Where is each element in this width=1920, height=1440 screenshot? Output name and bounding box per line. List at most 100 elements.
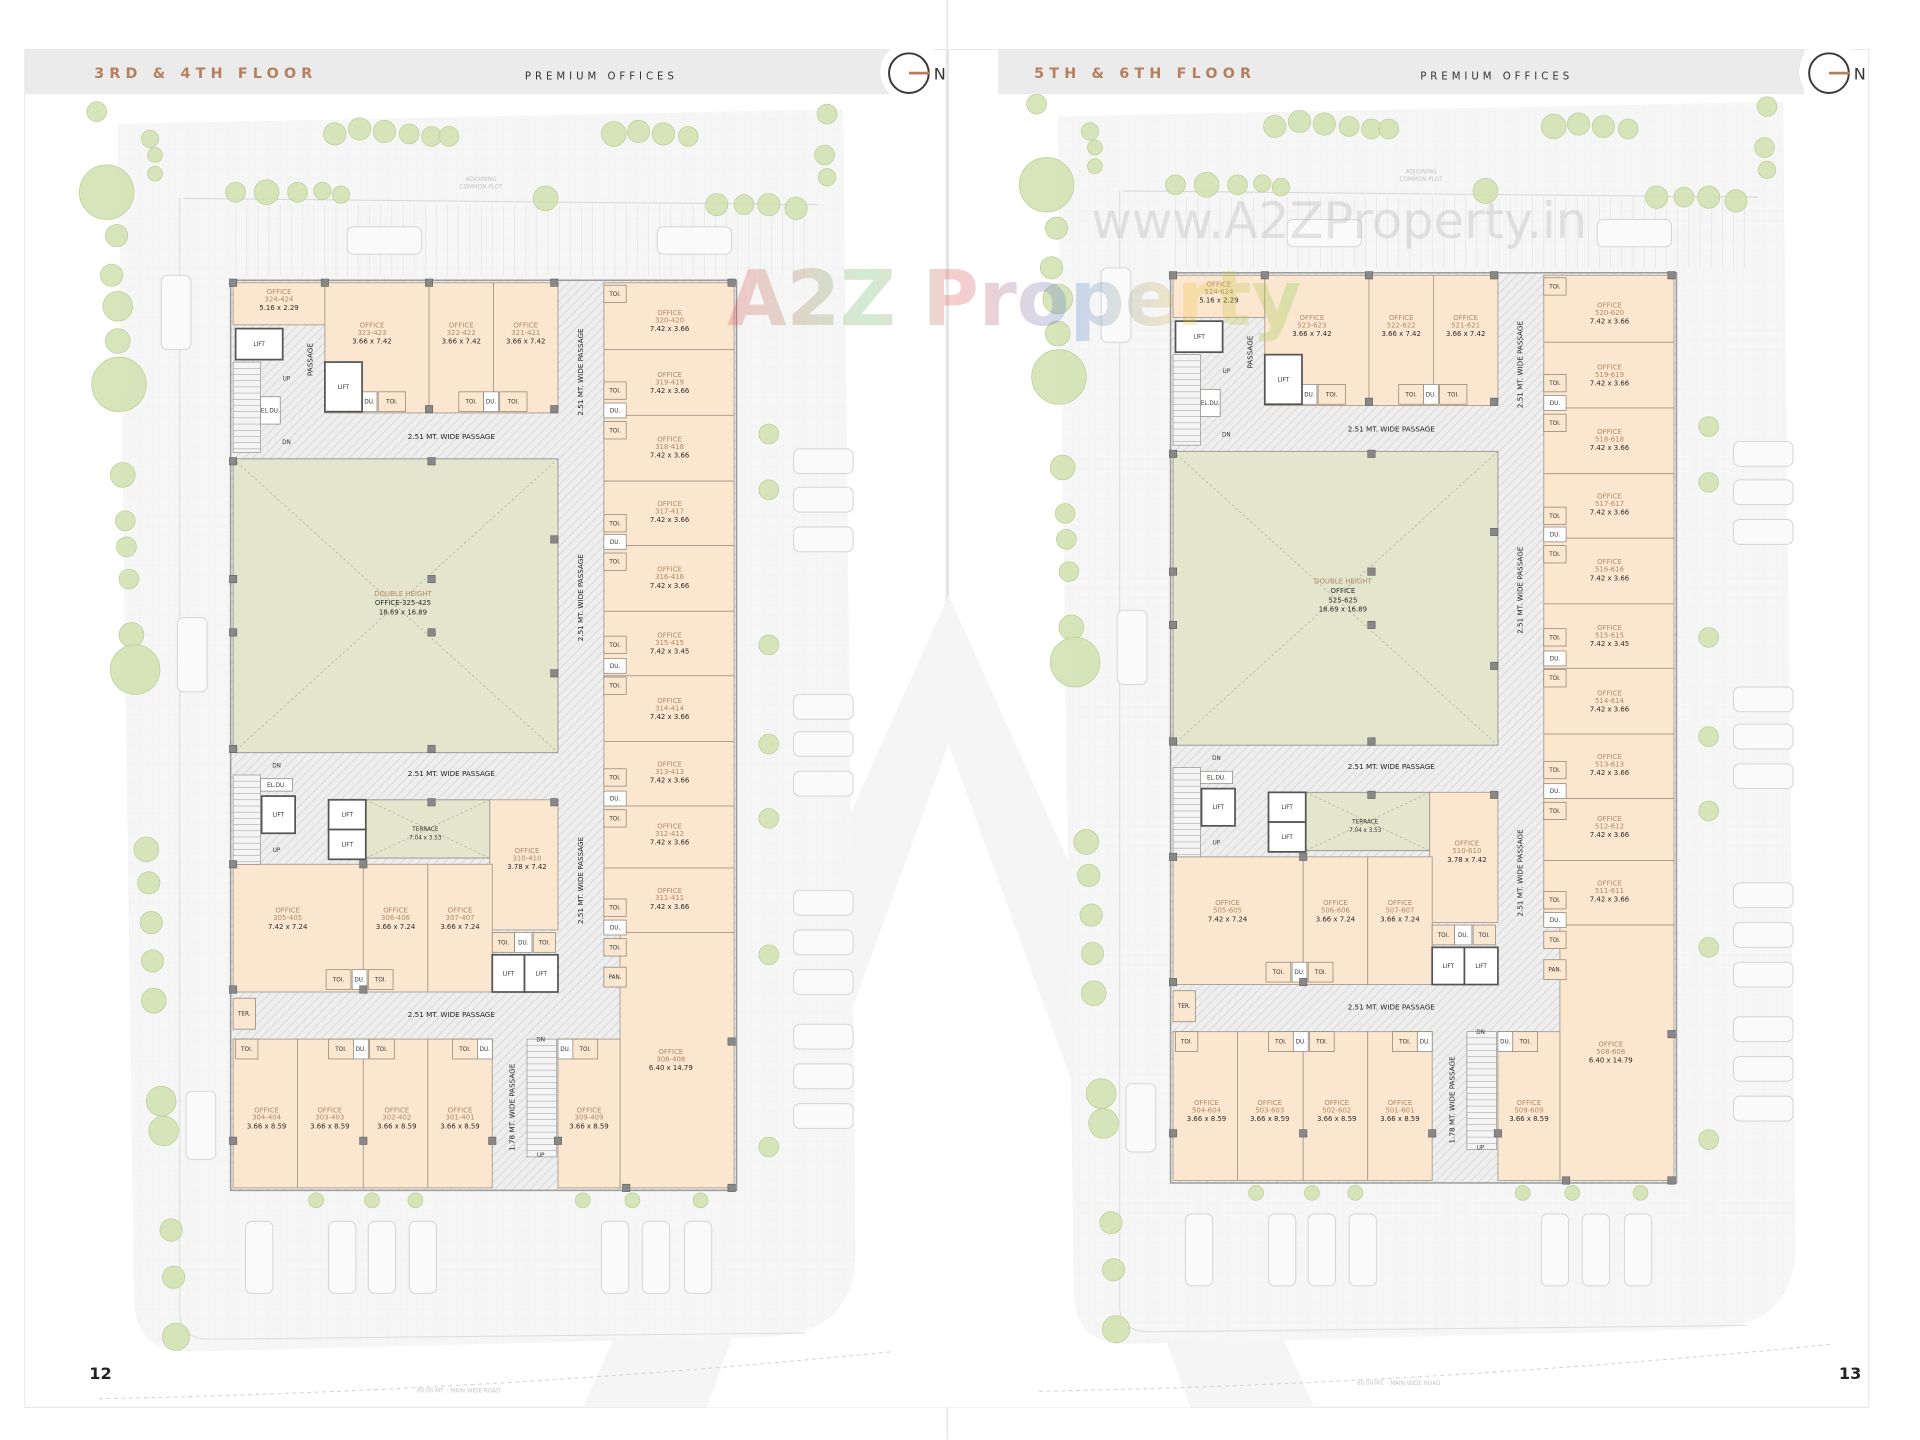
parked-car-icon [1268, 1213, 1297, 1287]
toilet-room: TOI. [1431, 924, 1455, 946]
parked-car-icon [793, 1103, 854, 1129]
column [229, 744, 238, 753]
tree-icon [114, 510, 136, 532]
page-number: 13 [1839, 1364, 1861, 1383]
duct-label: DU. [610, 797, 621, 803]
column [427, 575, 436, 584]
column [1169, 620, 1177, 629]
office-label: OFFICE [513, 321, 538, 329]
duct-room: DU. [483, 391, 499, 413]
tree-icon [1698, 472, 1719, 493]
office-label: OFFICE [1598, 1041, 1623, 1049]
duct-room: DU. [1497, 1031, 1514, 1052]
toilet-label: TOI. [1548, 938, 1561, 944]
duct-room: DU. [361, 391, 378, 413]
parked-car-icon [793, 1063, 854, 1090]
duct-room: DU. [603, 402, 627, 419]
terrace-size: 7.04 x 3.53 [409, 835, 442, 841]
office-number: 311-411 [655, 894, 684, 902]
toilet-room: TOI. [1268, 1031, 1294, 1052]
tree-icon [758, 479, 780, 501]
duct-label: DU. [364, 400, 375, 406]
parked-car-icon [1733, 922, 1794, 948]
duct-label: DU. [1550, 532, 1561, 538]
office-number: 321-421 [511, 329, 540, 337]
parked-car-icon [1596, 218, 1673, 248]
up-label: UP [537, 1153, 545, 1159]
duct-room: DU. [557, 1038, 574, 1060]
office-size: 7.42 x 3.66 [1590, 574, 1629, 582]
column [1169, 1129, 1177, 1138]
tree-icon [758, 423, 780, 445]
parked-car-icon [408, 1220, 437, 1294]
tree-icon [532, 185, 559, 212]
office-size: 7.42 x 7.24 [1208, 915, 1248, 923]
office-size: 3.66 x 8.59 [1380, 1115, 1419, 1123]
office-number: 313-413 [655, 768, 684, 776]
office-label: OFFICE [1597, 815, 1622, 823]
toilet-label: TOI. [608, 292, 621, 298]
office-number: 514-614 [1595, 697, 1625, 705]
column [1490, 527, 1499, 536]
toilet-label: TOI. [608, 560, 621, 566]
tree-icon [407, 1192, 424, 1209]
toilet-room: TOI. [603, 676, 627, 695]
parked-car-icon [793, 693, 854, 720]
office-number: 518-618 [1595, 435, 1624, 443]
passage-label: 2.51 MT. WIDE PASSAGE [576, 328, 585, 416]
toilet-room: TOI. [603, 284, 627, 303]
tree-icon [692, 1192, 709, 1209]
office-number: 319-419 [655, 378, 684, 386]
duct-label: DU. [610, 664, 621, 670]
duct-room: DU. [1292, 1031, 1309, 1052]
toilet-room: TOI. [572, 1038, 599, 1060]
tree-icon [162, 1265, 186, 1289]
office-size: 3.66 x 7.42 [352, 337, 391, 345]
office-label: OFFICE [1323, 899, 1348, 907]
column [1490, 397, 1499, 406]
column [359, 985, 368, 994]
duct-label: DU. [610, 408, 621, 414]
tree-icon [159, 1218, 183, 1242]
lift: LIFT [523, 953, 559, 993]
toilet-label: TOI. [1478, 933, 1491, 939]
office-label: OFFICE [448, 907, 473, 915]
passage-label: 2.51 MT. WIDE PASSAGE [576, 554, 585, 642]
staircase [1466, 1031, 1497, 1150]
column [1169, 737, 1177, 746]
duct-label: DU. [560, 1047, 571, 1053]
toilet-label: TOI. [1548, 809, 1561, 815]
toilet-room: TOI. [1543, 277, 1567, 296]
duct-label: DU. [518, 940, 529, 946]
office-size: 7.42 x 3.66 [1590, 444, 1629, 452]
office-size: 7.42 x 3.66 [650, 325, 689, 333]
tree-icon [705, 193, 729, 217]
office-number: 504-604 [1192, 1106, 1222, 1114]
tree-icon [102, 291, 134, 322]
tree-icon [677, 126, 699, 147]
lift: LIFT [1463, 946, 1499, 986]
